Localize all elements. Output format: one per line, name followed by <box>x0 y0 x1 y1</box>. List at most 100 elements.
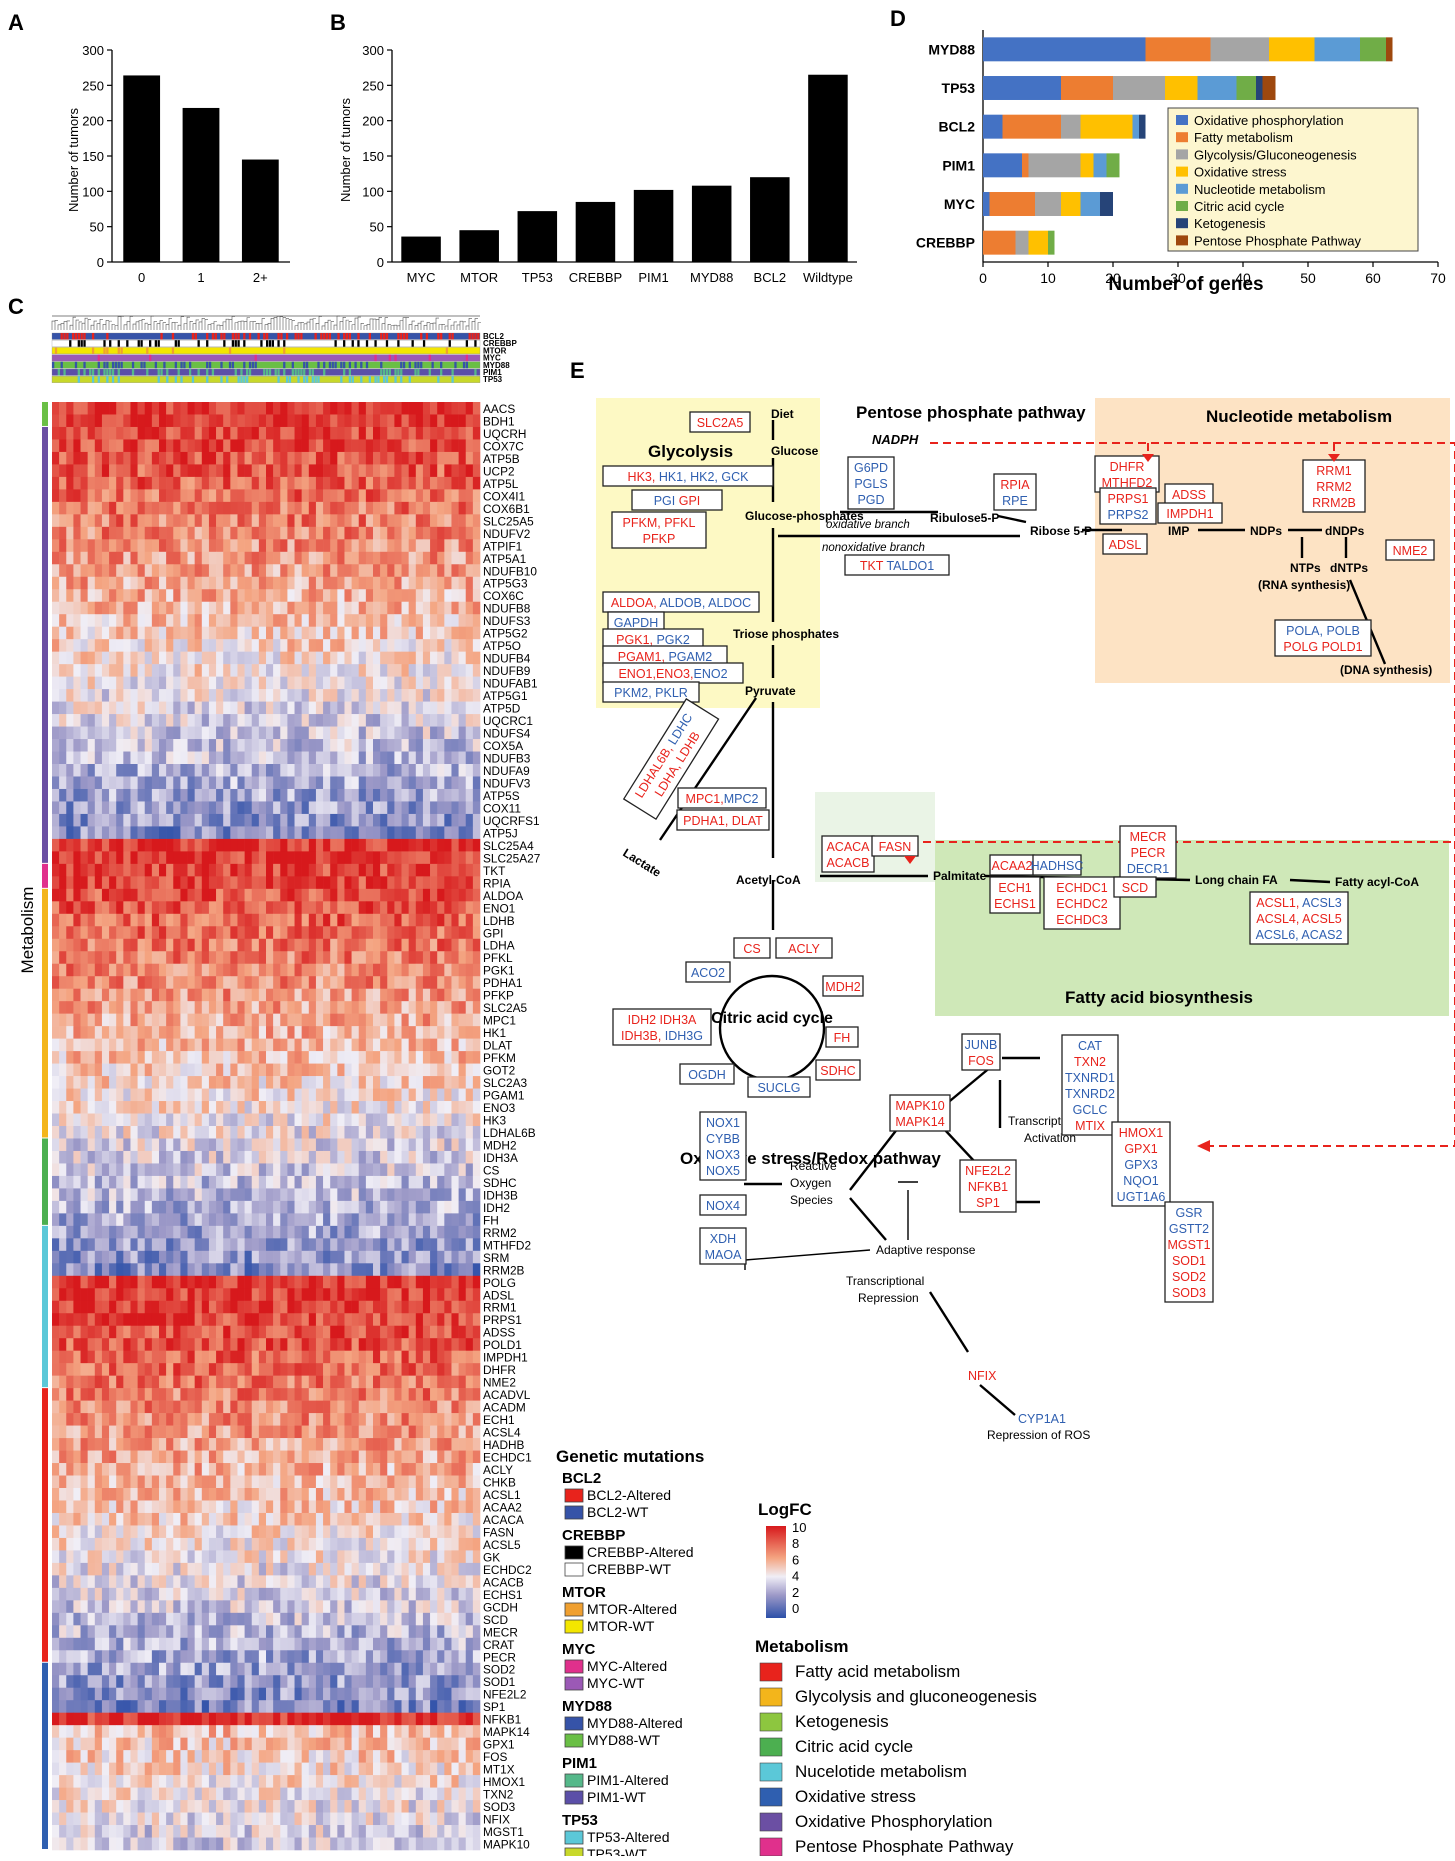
heatmap-cell <box>416 1101 423 1114</box>
heatmap-cell <box>59 1276 66 1289</box>
heatmap-cell <box>366 951 373 964</box>
heatmap-cell <box>409 864 416 877</box>
heatmap-cell <box>459 864 466 877</box>
heatmap-cell <box>380 1114 387 1127</box>
heatmap-cell <box>252 1276 259 1289</box>
heatmap-cell <box>394 776 401 789</box>
heatmap-cell <box>237 602 244 615</box>
heatmap-cell <box>145 452 152 465</box>
heatmap-cell <box>237 1039 244 1052</box>
heatmap-cell <box>259 602 266 615</box>
heatmap-cell <box>138 864 145 877</box>
heatmap-cell <box>230 614 237 627</box>
heatmap-cell <box>287 639 294 652</box>
heatmap-cell <box>145 1288 152 1301</box>
heatmap-cell <box>59 689 66 702</box>
heatmap-cell <box>323 789 330 802</box>
heatmap-cell <box>188 464 195 477</box>
track-cell <box>223 340 225 347</box>
chart-d-seg-myd88-fatty-metabolism <box>1146 37 1211 61</box>
heatmap-cell <box>444 1251 451 1264</box>
track-cell <box>69 340 71 347</box>
heatmap-cell <box>366 614 373 627</box>
heatmap-cell <box>209 839 216 852</box>
heatmap-cell <box>444 864 451 877</box>
heatmap-cell <box>88 1151 95 1164</box>
heatmap-cell <box>273 1076 280 1089</box>
heatmap-cell <box>102 427 109 440</box>
heatmap-cell <box>387 1089 394 1102</box>
chart-d-legend-label: Ketogenesis <box>1194 216 1266 231</box>
heatmap-cell <box>145 639 152 652</box>
heatmap-cell <box>209 764 216 777</box>
heatmap-cell <box>209 627 216 640</box>
heatmap-cell <box>102 776 109 789</box>
track-cell <box>243 362 245 369</box>
heatmap-cell <box>402 976 409 989</box>
heatmap-cell <box>159 876 166 889</box>
heatmap-cell <box>266 826 273 839</box>
heatmap-cell <box>273 1039 280 1052</box>
heatmap-cell <box>373 1076 380 1089</box>
heatmap-cell <box>266 489 273 502</box>
heatmap-cell <box>59 502 66 515</box>
heatmap-cell <box>359 752 366 765</box>
heatmap-cell <box>444 926 451 939</box>
heatmap-cell <box>138 439 145 452</box>
heatmap-cell <box>123 1026 130 1039</box>
heatmap-cell <box>402 1276 409 1289</box>
heatmap-cell <box>245 939 252 952</box>
heatmap-cell <box>309 414 316 427</box>
heatmap-cell <box>223 639 230 652</box>
heatmap-cell <box>202 1163 209 1176</box>
heatmap-cell <box>159 652 166 665</box>
heatmap-cell <box>59 914 66 927</box>
heatmap-cell <box>380 427 387 440</box>
annotation-track-crebbp: CREBBP <box>52 339 517 348</box>
heatmap-cell <box>437 1276 444 1289</box>
heatmap-cell <box>152 776 159 789</box>
heatmap-cell <box>402 1101 409 1114</box>
heatmap-cell <box>259 652 266 665</box>
heatmap-cell <box>295 851 302 864</box>
heatmap-cell <box>116 727 123 740</box>
heatmap-cell <box>287 739 294 752</box>
heatmap-cell <box>459 427 466 440</box>
heatmap-cell <box>59 727 66 740</box>
heatmap-cell <box>230 826 237 839</box>
heatmap-cell <box>73 452 80 465</box>
heatmap-cell <box>188 702 195 715</box>
heatmap-cell <box>466 414 473 427</box>
heatmap-cell <box>459 914 466 927</box>
heatmap-cell <box>409 1114 416 1127</box>
heatmap-cell <box>95 901 102 914</box>
heatmap-cell <box>409 1251 416 1264</box>
heatmap-cell <box>259 1201 266 1214</box>
heatmap-row-ucp2: UCP2 <box>52 464 515 478</box>
heatmap-cell <box>309 864 316 877</box>
heatmap-cell <box>302 1276 309 1289</box>
heatmap-cell <box>280 889 287 902</box>
track-cell <box>112 376 114 383</box>
heatmap-cell <box>259 414 266 427</box>
heatmap-cell <box>202 1201 209 1214</box>
heatmap-cell <box>330 789 337 802</box>
heatmap-cell <box>302 527 309 540</box>
heatmap-cell <box>359 1163 366 1176</box>
heatmap-cell <box>202 1051 209 1064</box>
heatmap-cell <box>223 1238 230 1251</box>
heatmap-cell <box>451 1076 458 1089</box>
heatmap-cell <box>209 1126 216 1139</box>
heatmap-cell <box>245 489 252 502</box>
heatmap-cell <box>466 1039 473 1052</box>
heatmap-cell <box>209 814 216 827</box>
heatmap-cell <box>373 1051 380 1064</box>
heatmap-cell <box>423 951 430 964</box>
heatmap-cell <box>123 1114 130 1127</box>
heatmap-cell <box>259 639 266 652</box>
heatmap-cell <box>123 1151 130 1164</box>
heatmap-cell <box>237 1026 244 1039</box>
track-cell <box>380 362 382 369</box>
heatmap-cell <box>416 1201 423 1214</box>
heatmap-cell <box>344 514 351 527</box>
